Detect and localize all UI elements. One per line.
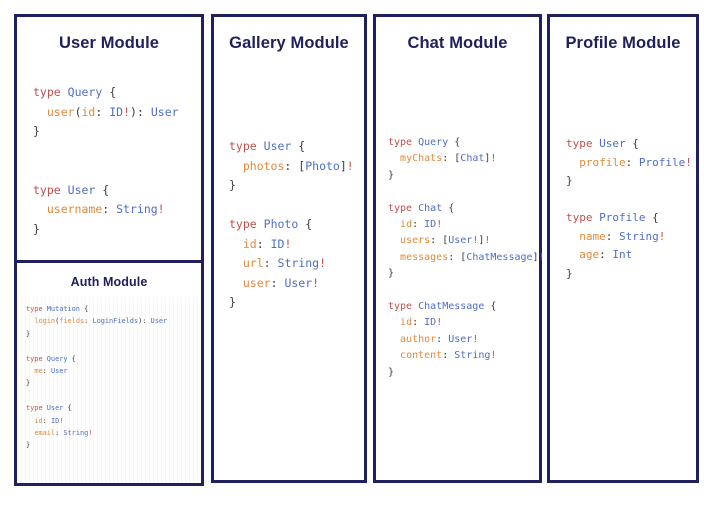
module-title-gallery: Gallery Module	[229, 34, 349, 52]
module-title-auth: Auth Module	[70, 275, 148, 289]
module-title-user: User Module	[58, 34, 160, 52]
module-card-profile[interactable]: Profile Module type User { profile: Prof…	[547, 14, 699, 483]
module-title-chat: Chat Module	[407, 34, 508, 52]
schema-code-gallery: type User { photos: [Photo]!} type Photo…	[229, 139, 354, 309]
module-card-user[interactable]: User Module type Query { user(id: ID!): …	[14, 14, 204, 486]
module-title-profile: Profile Module	[565, 34, 681, 52]
schema-code-chat: type Query { myChats: [Chat]!} type Chat…	[388, 137, 545, 378]
module-card-chat[interactable]: Chat Module type Query { myChats: [Chat]…	[373, 14, 545, 483]
schema-code-auth: type Mutation { login(fields: LoginField…	[26, 305, 168, 450]
schema-code-profile: type User { profile: Profile!} type Prof…	[566, 137, 692, 280]
module-card-gallery[interactable]: Gallery Module type User { photos: [Phot…	[211, 14, 367, 483]
module-card-auth[interactable]: Auth Module type Mutation { login(fields…	[14, 260, 204, 486]
schema-code-user: type Query { user(id: ID!): User} type U…	[33, 85, 179, 236]
